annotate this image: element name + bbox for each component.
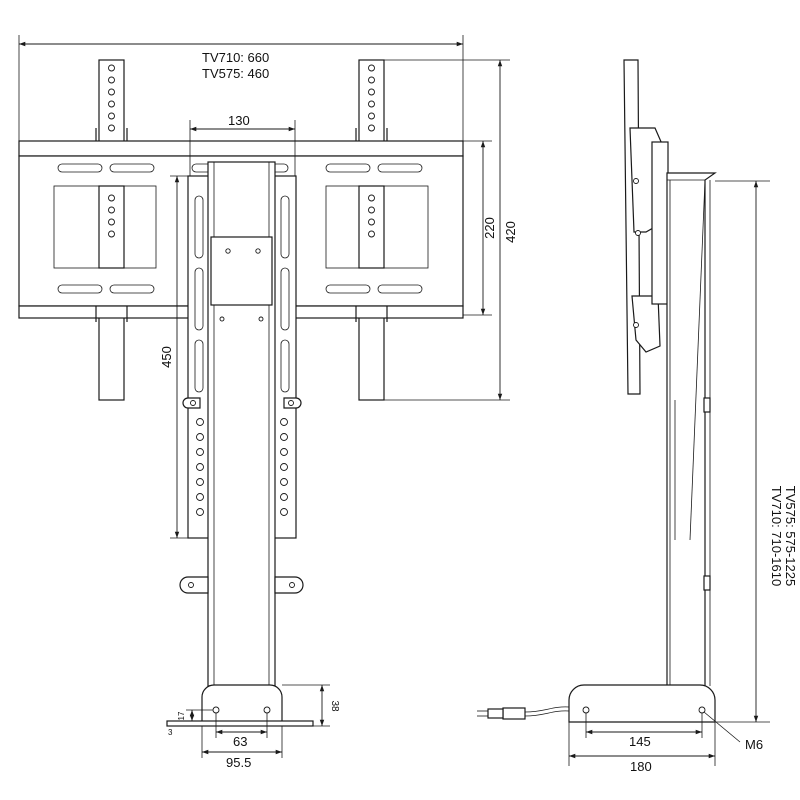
front-base-width-label: 95.5 — [226, 755, 251, 770]
power-cable — [477, 706, 570, 720]
overall-width-label-2: TV575: 460 — [202, 66, 269, 81]
vesa-arm-right — [355, 59, 388, 143]
overall-width-label-1: TV710: 660 — [202, 50, 269, 65]
side-base-depth-label: 180 — [630, 759, 652, 774]
travel-label-1: TV575: 575-1225 — [783, 486, 798, 586]
bracket-height-label: 420 — [503, 221, 518, 243]
thread-size-label: M6 — [745, 737, 763, 752]
side-hole-spacing-label: 145 — [629, 734, 651, 749]
front-view: TV710: 660 TV575: 460 130 220 420 450 38… — [18, 35, 518, 770]
plate-thickness-label: 3 — [168, 728, 173, 737]
base-height-label: 38 — [329, 700, 340, 712]
travel-label-2: TV710: 710-1610 — [769, 486, 784, 586]
vesa-width-label: 130 — [228, 113, 250, 128]
side-mount-plate — [651, 141, 669, 305]
hole-offset-label: 17 — [177, 711, 186, 720]
lower-tab-right — [274, 576, 304, 594]
vesa-height-label: 220 — [482, 217, 497, 239]
lift-column — [207, 161, 276, 687]
base-side — [568, 684, 716, 723]
lower-tab-left — [179, 576, 209, 594]
side-column — [666, 172, 717, 687]
lower-arm-left — [98, 305, 125, 401]
base-front — [166, 684, 314, 727]
slot-length-label: 450 — [159, 346, 174, 368]
front-hole-spacing-label: 63 — [233, 734, 247, 749]
vesa-arm-left — [95, 59, 128, 143]
lower-arm-right — [358, 305, 385, 401]
side-view: TV575: 575-1225 TV710: 710-1610 145 180 … — [477, 59, 798, 774]
